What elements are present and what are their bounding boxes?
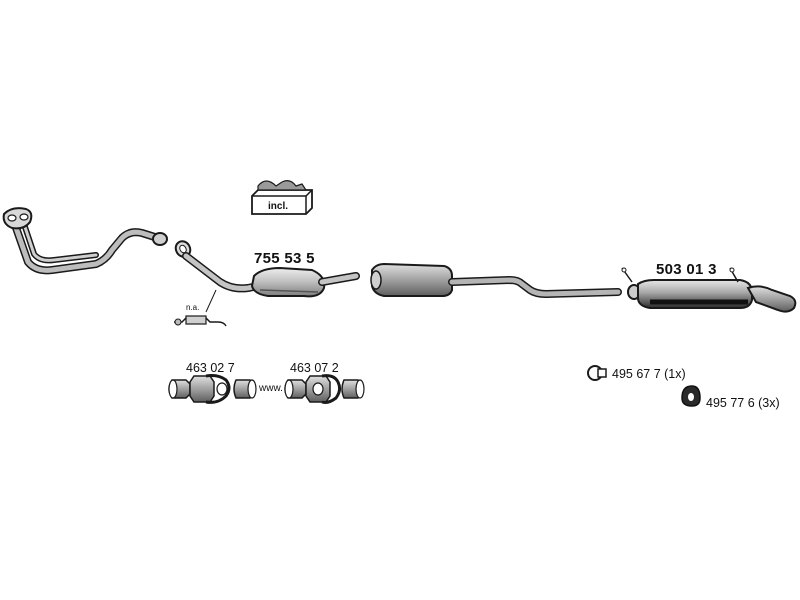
catalyst-part-number: 755 53 5	[254, 250, 315, 267]
clamp-part	[587, 365, 607, 381]
catalytic-converter	[174, 240, 360, 298]
lambda-sensor	[174, 289, 227, 327]
middle-silencer	[370, 262, 622, 299]
www-label: www.	[259, 383, 283, 394]
rear-silencer-part-number: 503 01 3	[656, 261, 717, 278]
kit-incl-label: incl.	[268, 201, 289, 212]
rubber-hanger	[681, 385, 701, 407]
kit-box	[251, 180, 313, 215]
hanger-part-number: 495 77 6 (3x)	[706, 396, 780, 410]
front-pipe	[2, 207, 168, 275]
clamp-kit-2-part-number: 463 07 2	[290, 361, 339, 375]
clamp-kit-2	[284, 374, 365, 404]
clamp-kit-1-part-number: 463 02 7	[186, 361, 235, 375]
not-available-label: n.a.	[186, 303, 200, 312]
clamp-part-number: 495 67 7 (1x)	[612, 367, 686, 381]
clamp-kit-1	[168, 374, 257, 404]
rear-silencer	[621, 267, 797, 313]
